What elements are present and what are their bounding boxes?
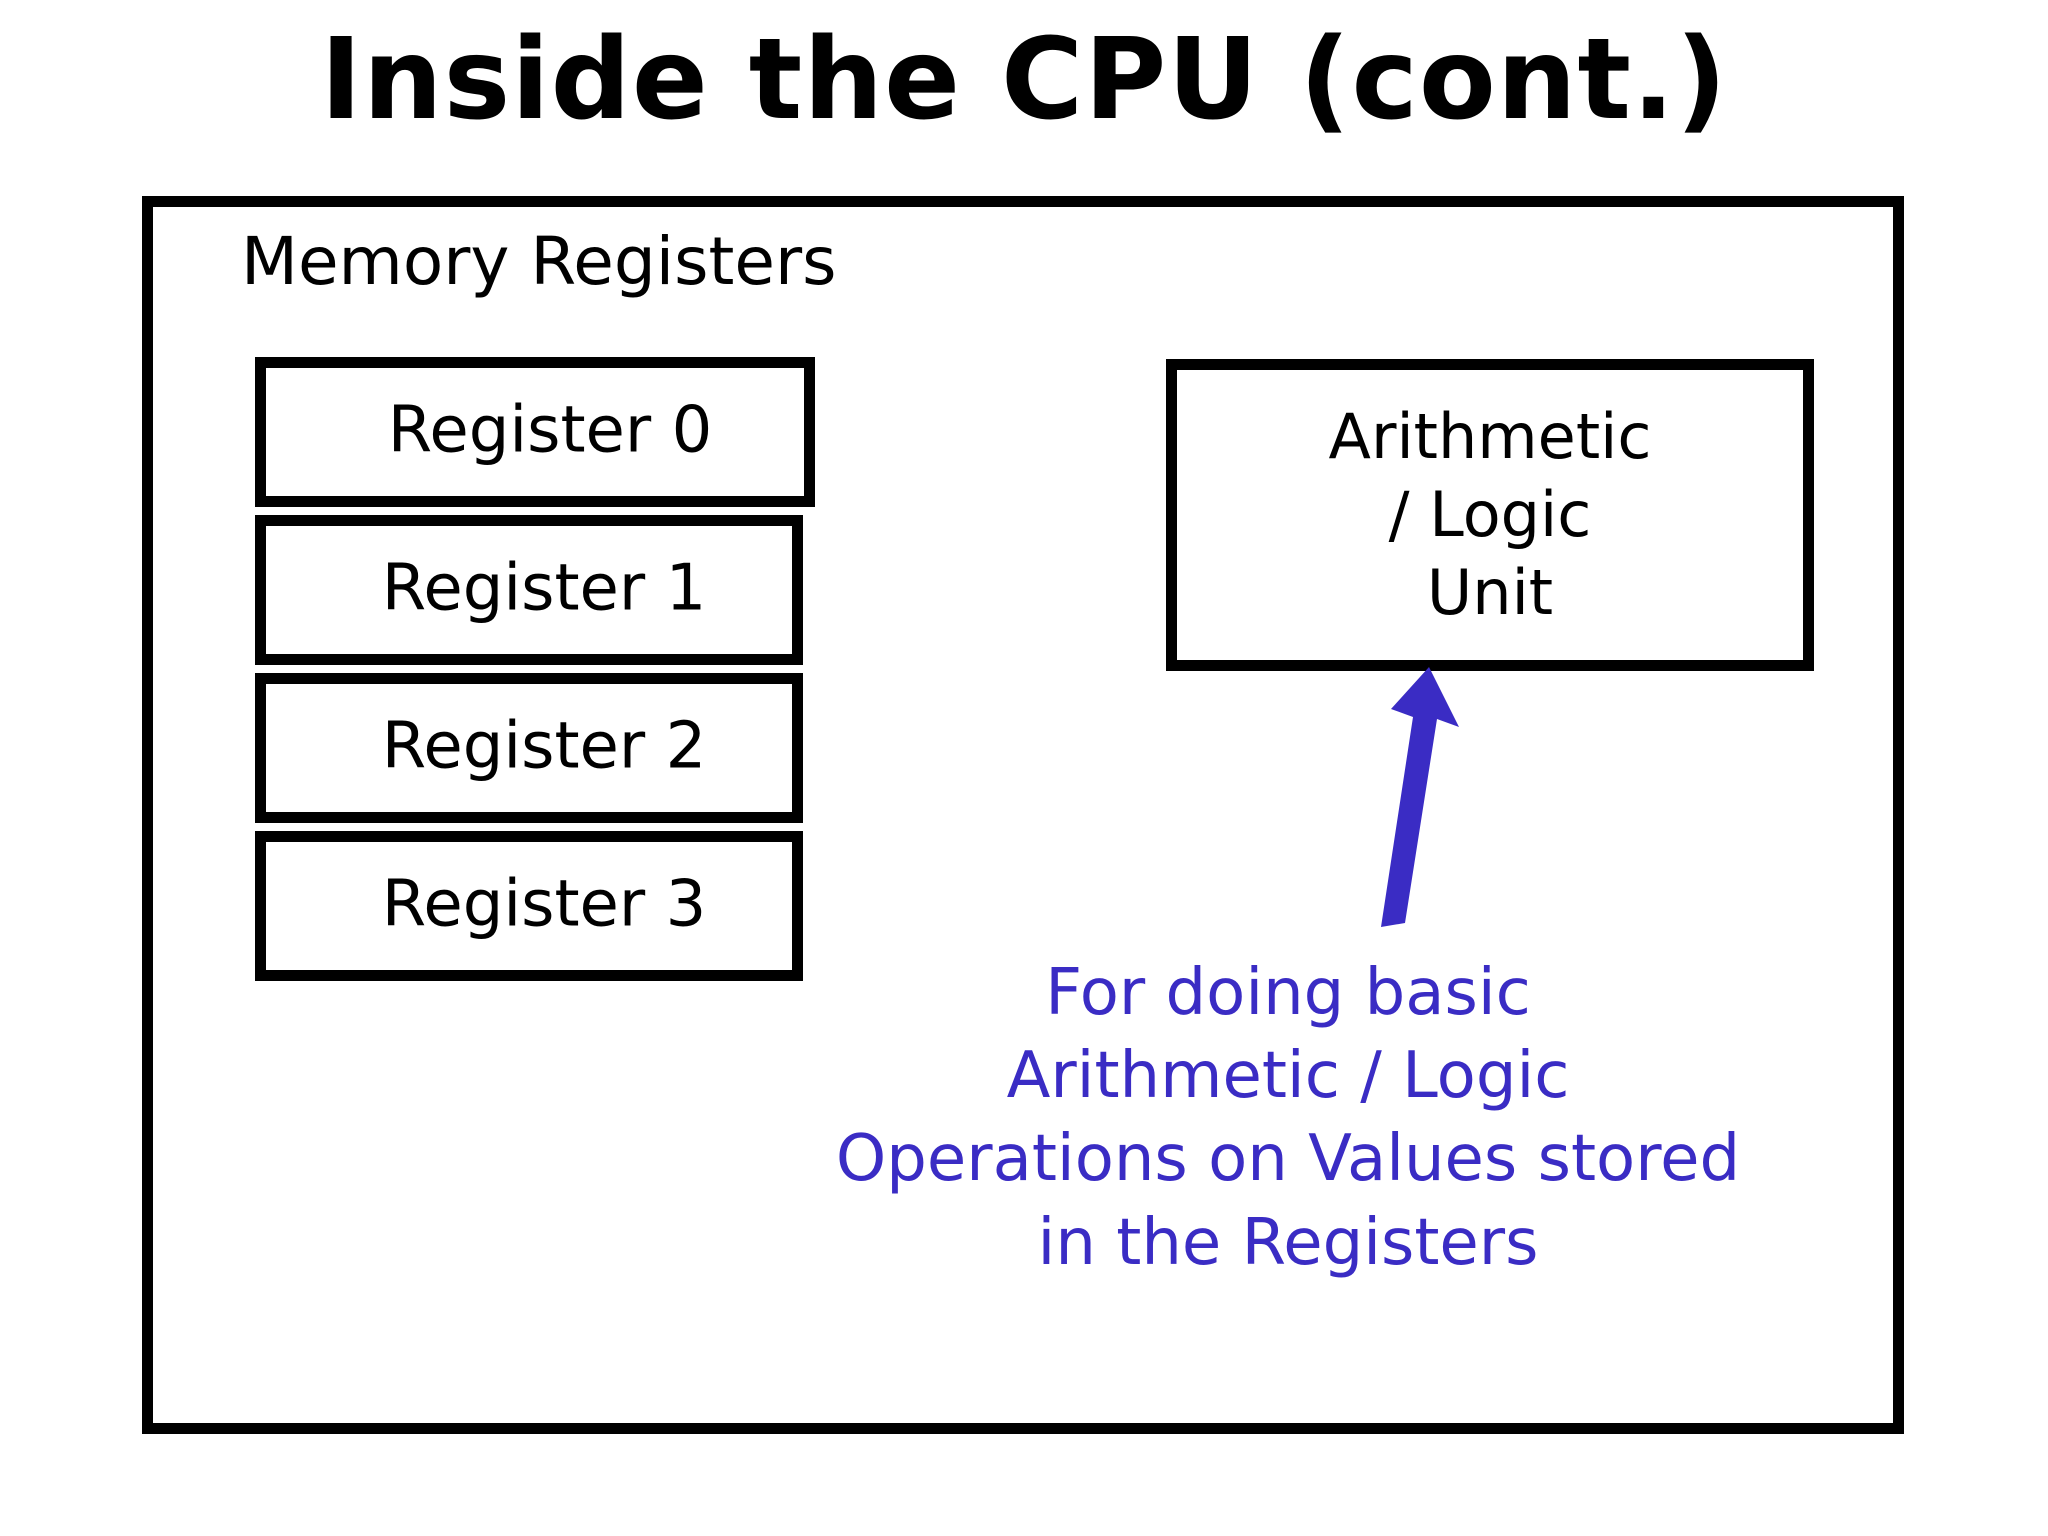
register-box[interactable]: Register 2: [255, 673, 803, 823]
register-box[interactable]: Register 1: [255, 515, 803, 665]
up-arrow-icon: [1333, 667, 1463, 927]
memory-registers-label: Memory Registers: [241, 223, 837, 300]
alu-label: Arithmetic / Logic Unit: [1328, 399, 1652, 630]
register-box[interactable]: Register 3: [255, 831, 803, 981]
memory-registers-stack: Register 0 Register 1 Register 2 Registe…: [255, 357, 815, 989]
alu-box[interactable]: Arithmetic / Logic Unit: [1166, 359, 1814, 671]
page-title: Inside the CPU (cont.): [320, 15, 1728, 145]
register-box[interactable]: Register 0: [255, 357, 815, 507]
register-label: Register 1: [381, 551, 707, 626]
cpu-frame: Memory Registers Register 0 Register 1 R…: [142, 196, 1904, 1434]
register-label: Register 3: [381, 867, 707, 942]
alu-annotation-text: For doing basic Arithmetic / Logic Opera…: [835, 956, 1741, 1280]
register-label: Register 0: [387, 393, 713, 468]
register-label: Register 2: [381, 709, 707, 784]
